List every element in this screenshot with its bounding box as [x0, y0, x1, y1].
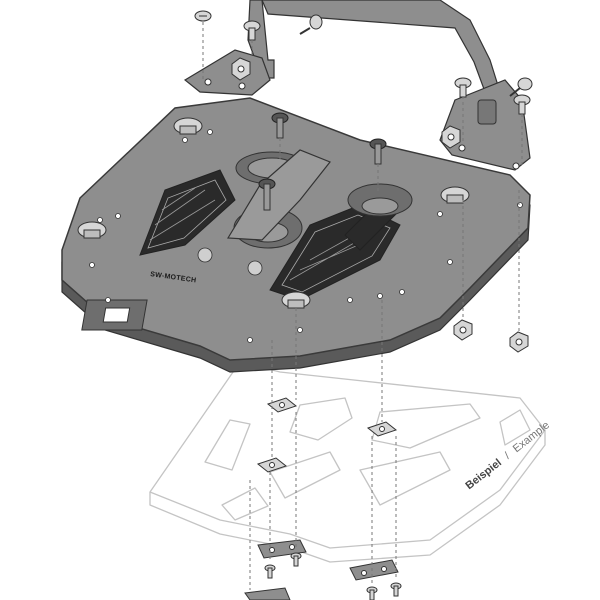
- bottom-screw-2: [290, 552, 302, 567]
- rubber-buffer-right: [440, 186, 470, 204]
- screw-left-bracket: [243, 20, 261, 41]
- locking-pin-2: [369, 138, 387, 165]
- leader-lines: [202, 22, 523, 590]
- lock-nut-right-2: [509, 331, 529, 353]
- screw-top-left: [194, 10, 212, 22]
- clip-1: [266, 397, 298, 413]
- bracket-nut-left: [231, 57, 251, 81]
- locking-pin-1: [271, 112, 289, 139]
- example-label-separator: /: [503, 450, 514, 462]
- rubber-buffer-back-left: [173, 117, 203, 135]
- rack-clamp-bottom: [244, 587, 291, 600]
- example-label-de: Beispiel: [463, 457, 504, 492]
- luggage-rack-example: [149, 361, 546, 563]
- bottom-screw-1: [264, 564, 276, 579]
- rubber-buffer-front: [281, 291, 311, 309]
- lock-nut-right-1: [453, 319, 473, 341]
- screw-right-bracket-side: [454, 77, 472, 98]
- locking-pin-3: [258, 178, 276, 211]
- bottom-screw-3: [366, 586, 378, 600]
- bottom-screw-4: [390, 582, 402, 597]
- adapter-plate: SW-MOTECH: [61, 97, 531, 373]
- screw-top-right: [299, 14, 323, 35]
- screw-right-bracket-top: [509, 77, 533, 97]
- clip-3: [256, 457, 288, 473]
- latch-window: [81, 299, 148, 331]
- rack-clamp-right: [349, 559, 399, 581]
- clip-2: [366, 421, 398, 437]
- rubber-buffer-left: [77, 221, 107, 239]
- bracket-nut-right: [441, 125, 461, 149]
